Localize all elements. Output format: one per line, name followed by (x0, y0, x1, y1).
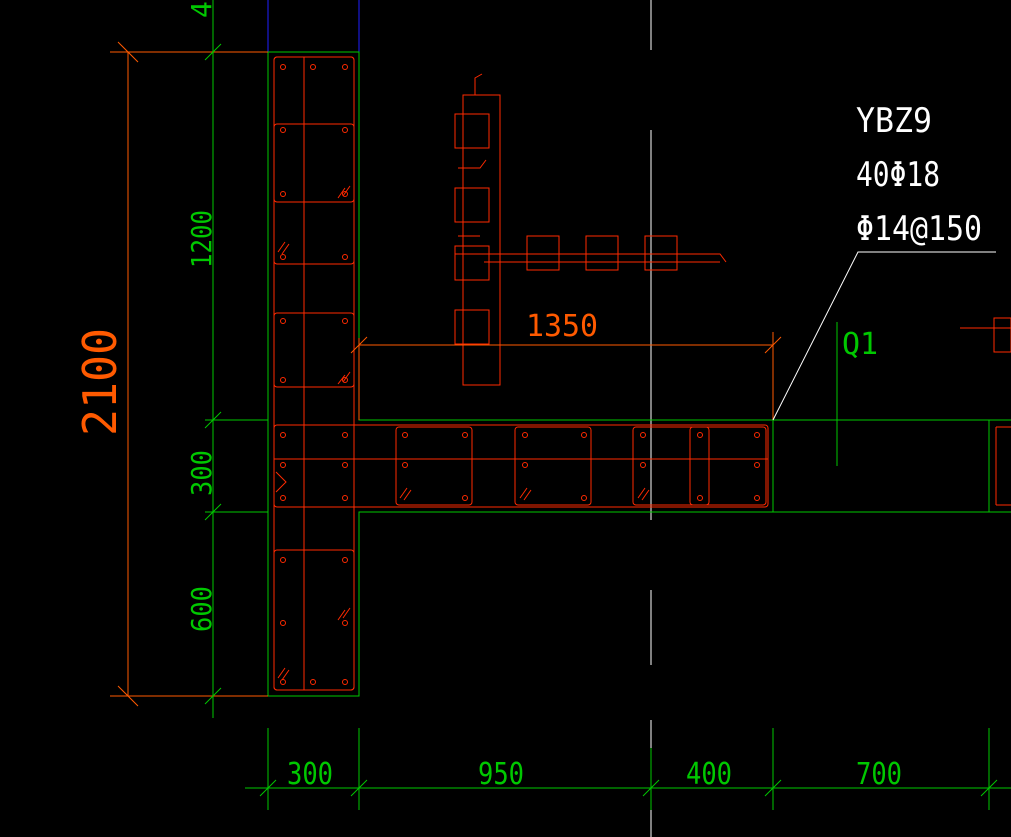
stirrup-group (273, 56, 1011, 691)
stirrup-detail-sketch (454, 73, 1011, 386)
bottom-dimension-3: 400 (686, 757, 732, 792)
column-outline (210, 51, 1011, 697)
left-dimension-2: 300 (185, 450, 218, 496)
left-dimension-1: 1200 (185, 210, 218, 268)
label-leader-line (772, 251, 996, 421)
top-partial-dimension: 4 (185, 1, 218, 18)
bottom-dimension-4: 700 (856, 757, 902, 792)
overall-height-dimension: 2100 (73, 328, 127, 436)
dimension-lines-red (110, 41, 782, 707)
left-dimension-3: 600 (185, 586, 218, 632)
wall-tag-text: Q1 (842, 327, 878, 362)
stirrups-text: Φ14@150 (856, 209, 982, 249)
column-id-text: YBZ9 (856, 101, 932, 141)
rebar-points (280, 64, 760, 685)
adjacent-element-outline (267, 0, 360, 52)
main-bars-text: 40Φ18 (856, 155, 940, 195)
column-label[interactable]: YBZ9 40Φ18 Φ14@150 (856, 101, 982, 249)
bottom-dimension-2: 950 (478, 757, 524, 792)
dimension-lines-green (204, 0, 1011, 810)
wall-length-dimension: 1350 (526, 309, 598, 344)
stirrup-hooks (275, 185, 650, 681)
bottom-dimension-1: 300 (287, 757, 333, 792)
